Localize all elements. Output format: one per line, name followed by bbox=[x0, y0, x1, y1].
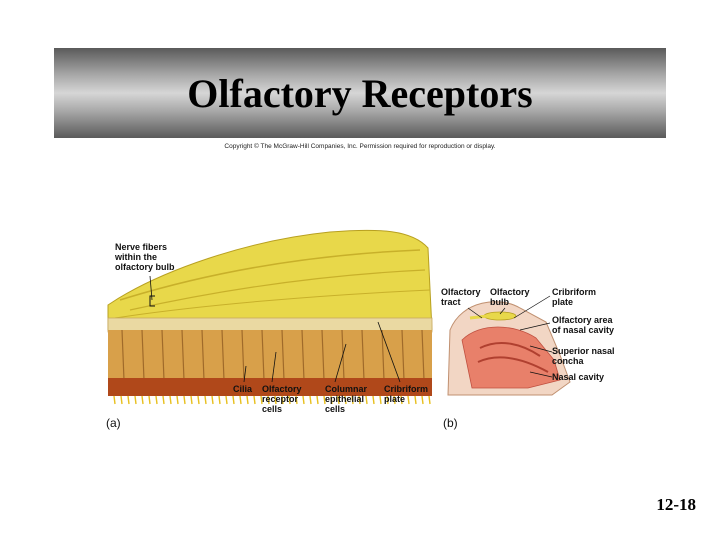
cell-border-line bbox=[301, 329, 305, 381]
cilium-strand bbox=[274, 395, 277, 405]
cilium-strand bbox=[407, 395, 410, 405]
cilium-strand bbox=[246, 395, 249, 405]
cilium-strand bbox=[141, 395, 144, 405]
slide-number: 12-18 bbox=[656, 495, 696, 514]
cell-border-line bbox=[141, 329, 145, 381]
cell-border-line bbox=[221, 329, 225, 381]
copyright-notice: Copyright © The McGraw-Hill Companies, I… bbox=[224, 143, 496, 150]
cilium-strand bbox=[302, 395, 305, 405]
cilium-strand bbox=[309, 395, 312, 405]
cilium-strand bbox=[260, 395, 263, 405]
label-olfactory-tract: Olfactory tract bbox=[441, 287, 481, 307]
cilium-strand bbox=[386, 395, 389, 405]
cilium-strand bbox=[218, 395, 221, 405]
cilium-strand bbox=[344, 395, 347, 405]
label-olfactory-bulb: Olfactory bulb bbox=[490, 287, 530, 307]
cilium-strand bbox=[400, 395, 403, 405]
label-nasal-cavity: Nasal cavity bbox=[552, 372, 605, 382]
cell-border-line bbox=[161, 329, 165, 381]
slide-title: Olfactory Receptors bbox=[187, 70, 533, 116]
cilia-strands bbox=[113, 395, 431, 405]
cilium-strand bbox=[155, 395, 158, 405]
cilium-strand bbox=[162, 395, 165, 405]
label-superior-concha: Superior nasal concha bbox=[552, 346, 615, 366]
cilium-strand bbox=[365, 395, 368, 405]
label-cribriform-plate-b: Cribriform plate bbox=[552, 287, 597, 307]
cilium-strand bbox=[253, 395, 256, 405]
cilium-strand bbox=[190, 395, 193, 405]
cilium-strand bbox=[414, 395, 417, 405]
cilium-strand bbox=[323, 395, 326, 405]
cell-border-line bbox=[121, 329, 125, 381]
cilium-strand bbox=[421, 395, 424, 405]
label-receptor-cells: Olfactory receptor cells bbox=[262, 384, 302, 414]
cilium-strand bbox=[330, 395, 333, 405]
title-bar: Olfactory Receptors bbox=[54, 48, 666, 138]
cilium-strand bbox=[239, 395, 242, 405]
cilium-strand bbox=[113, 395, 116, 405]
label-cilia: Cilia bbox=[233, 384, 253, 394]
cell-border-line bbox=[181, 329, 185, 381]
cilium-strand bbox=[169, 395, 172, 405]
cilium-strand bbox=[232, 395, 235, 405]
cilium-strand bbox=[267, 395, 270, 405]
cilium-strand bbox=[358, 395, 361, 405]
cribriform-plate-band bbox=[107, 317, 433, 333]
cell-border-line bbox=[421, 329, 425, 381]
cilium-strand bbox=[316, 395, 319, 405]
label-epithelial-cells: Columnar epithelial cells bbox=[325, 384, 368, 414]
label-olfactory-area: Olfactory area of nasal cavity bbox=[552, 315, 615, 335]
cell-border-line bbox=[241, 329, 245, 381]
cilium-strand bbox=[176, 395, 179, 405]
panel-label-b: (b) bbox=[443, 416, 458, 430]
cilium-strand bbox=[148, 395, 151, 405]
cilium-strand bbox=[211, 395, 214, 405]
figure-b-illustration bbox=[447, 295, 571, 396]
cilium-strand bbox=[295, 395, 298, 405]
cilium-strand bbox=[120, 395, 123, 405]
cell-border-line bbox=[261, 329, 265, 381]
cilium-strand bbox=[197, 395, 200, 405]
cilium-strand bbox=[288, 395, 291, 405]
label-cribriform-plate-a: Cribriform plate bbox=[384, 384, 429, 404]
cilium-strand bbox=[428, 395, 431, 405]
cell-border-line bbox=[281, 329, 285, 381]
label-nerve-fibers: Nerve fibers within the olfactory bulb bbox=[115, 242, 175, 272]
cilium-strand bbox=[183, 395, 186, 405]
epithelial-cell-borders bbox=[121, 329, 425, 381]
cilium-strand bbox=[351, 395, 354, 405]
figure-a-illustration bbox=[107, 229, 433, 405]
cilium-strand bbox=[379, 395, 382, 405]
olfactory-bulb-shape-b bbox=[483, 311, 517, 321]
cell-border-line bbox=[381, 329, 385, 381]
cilium-strand bbox=[204, 395, 207, 405]
cilium-strand bbox=[372, 395, 375, 405]
cilium-strand bbox=[393, 395, 396, 405]
cilium-strand bbox=[134, 395, 137, 405]
cilium-strand bbox=[225, 395, 228, 405]
cell-border-line bbox=[201, 329, 205, 381]
cilium-strand bbox=[127, 395, 130, 405]
cell-border-line bbox=[321, 329, 325, 381]
cell-border-line bbox=[361, 329, 365, 381]
cell-border-line bbox=[401, 329, 405, 381]
cilium-strand bbox=[337, 395, 340, 405]
basal-layer bbox=[108, 378, 432, 396]
panel-label-a: (a) bbox=[106, 416, 121, 430]
cilium-strand bbox=[281, 395, 284, 405]
